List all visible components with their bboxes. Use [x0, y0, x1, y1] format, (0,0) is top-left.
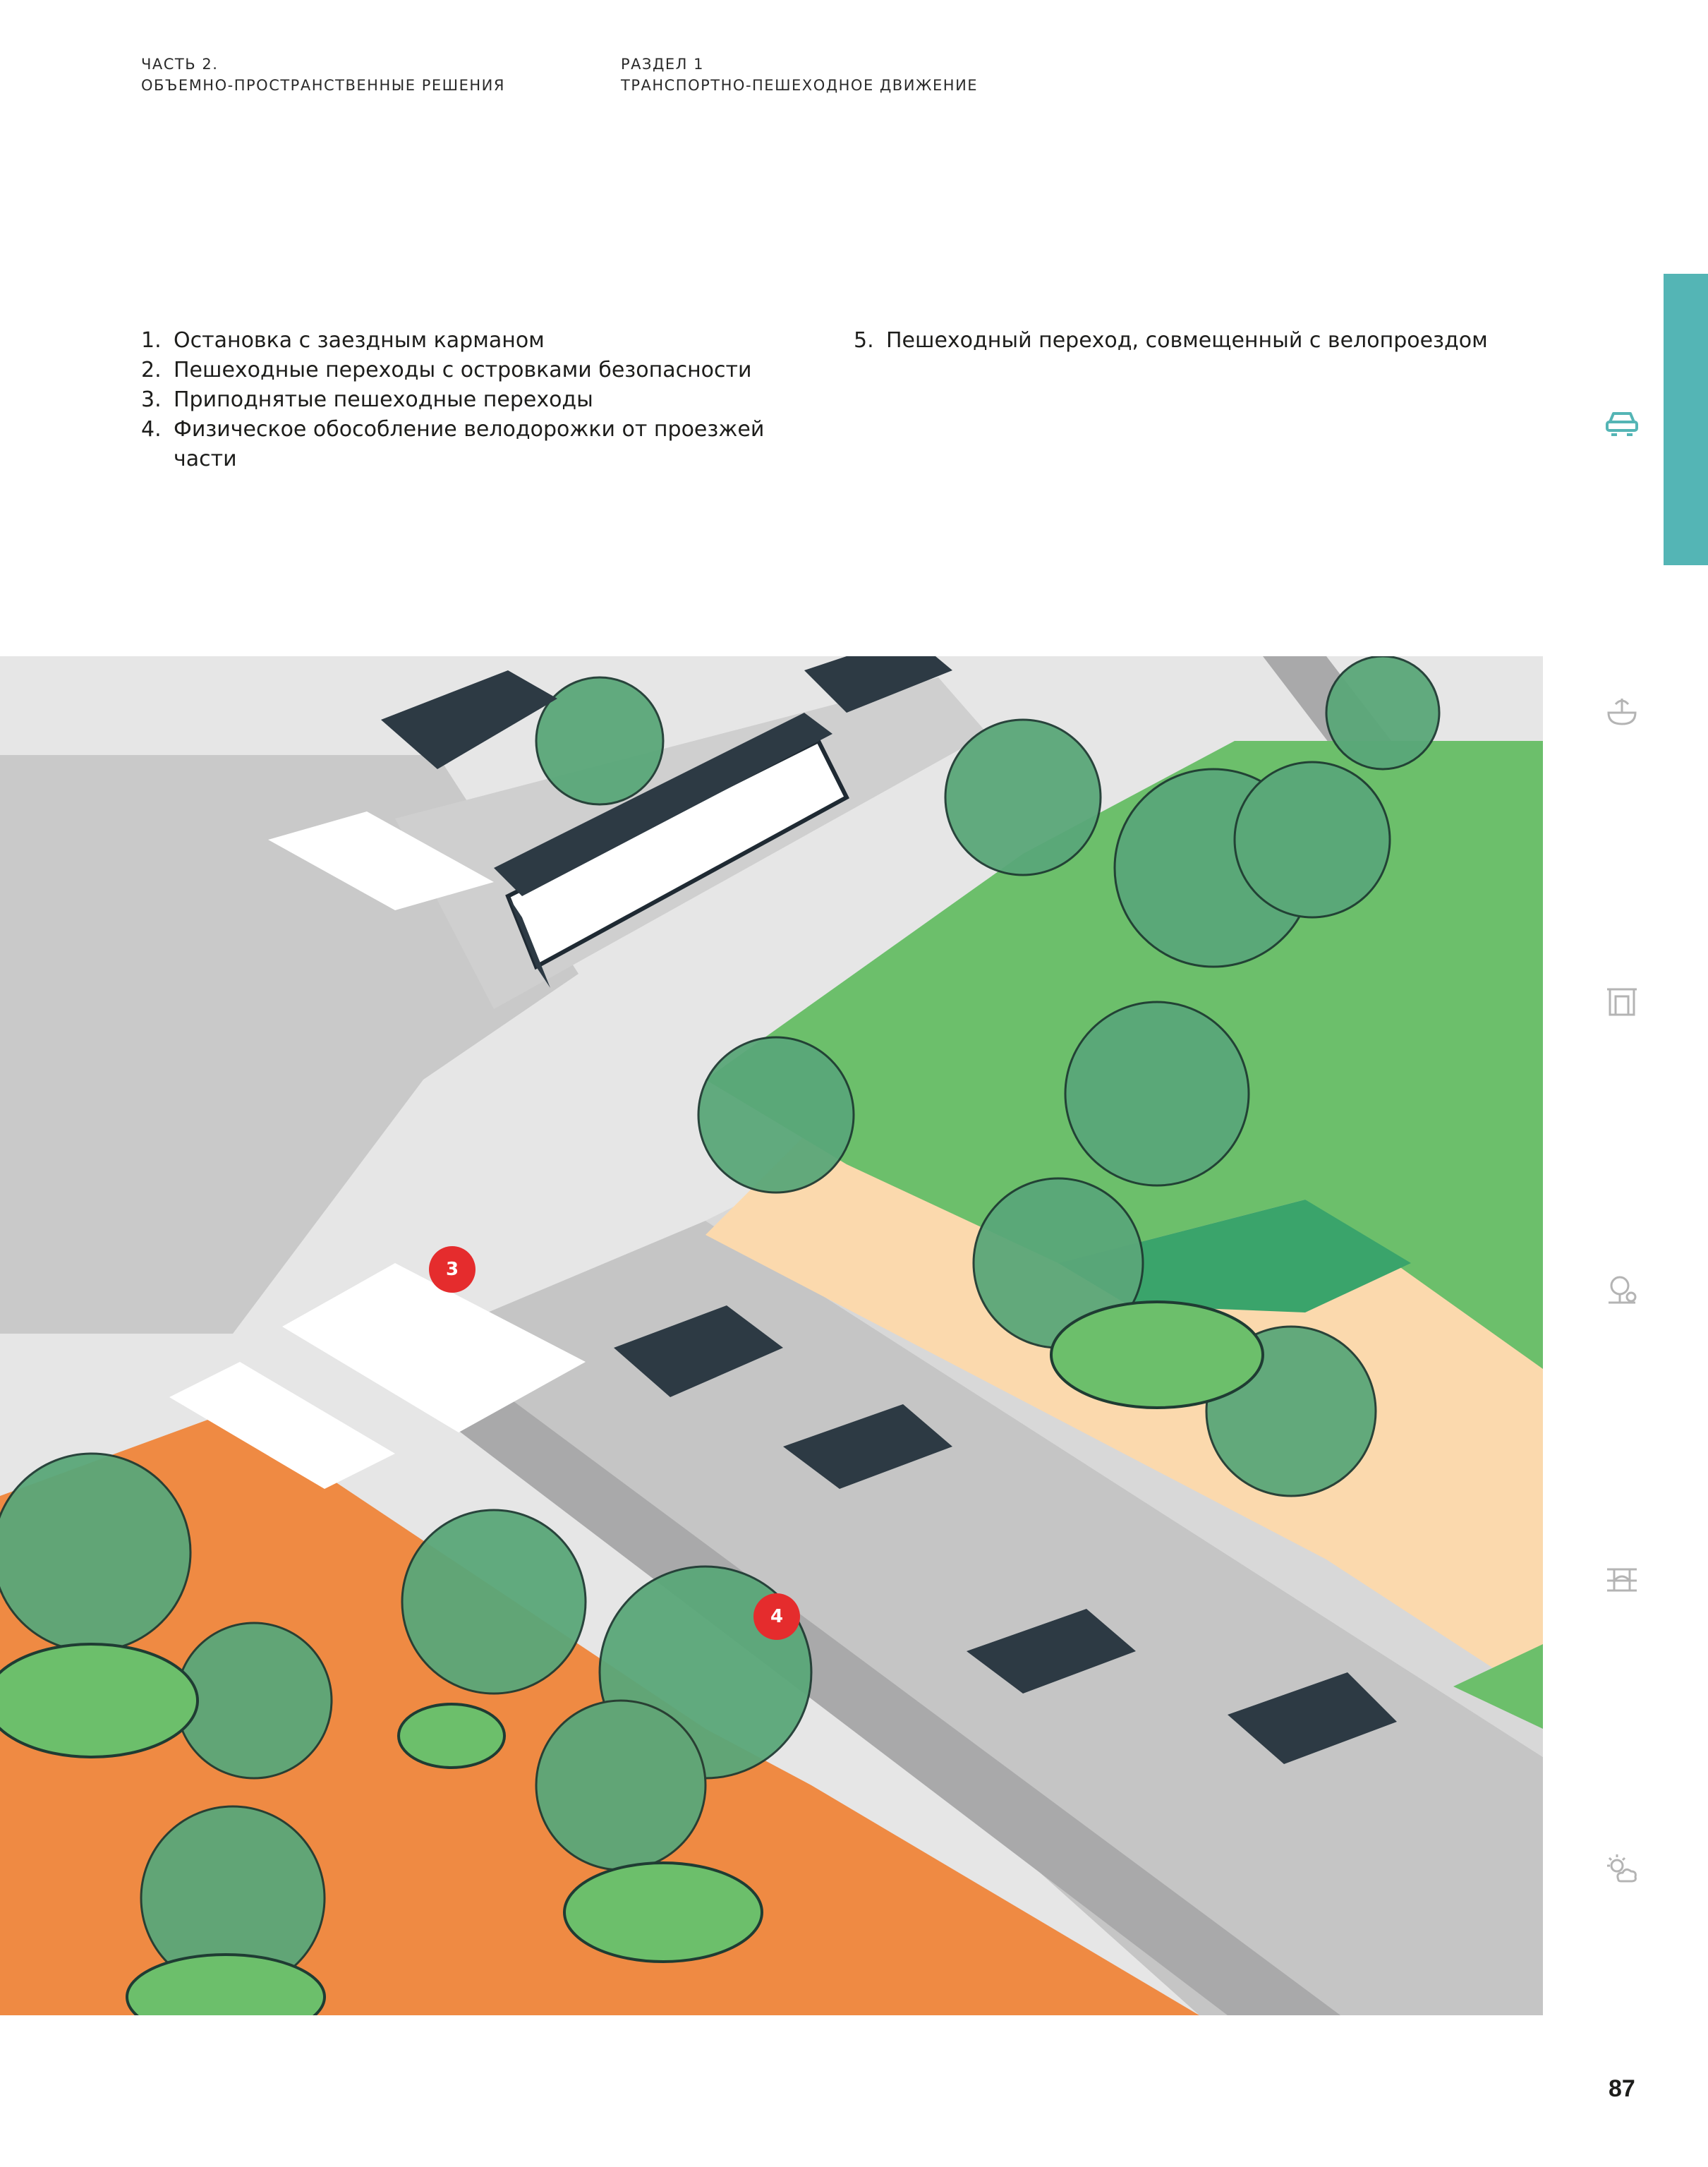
weather-icon[interactable]	[1603, 1850, 1641, 1888]
section-label: РАЗДЕЛ 1	[621, 56, 704, 73]
legend-item: 4.Физическое обособление велодорожки от …	[141, 417, 765, 471]
main-road	[437, 1221, 1543, 2015]
fountain-icon[interactable]	[1603, 693, 1641, 731]
street-scene	[0, 656, 1543, 2015]
cars	[381, 656, 1397, 1764]
legend-list-2: 5.Пешеходный переход, совмещенный с вело…	[854, 326, 1531, 356]
bus	[494, 713, 849, 988]
building-icon[interactable]	[1603, 982, 1641, 1020]
tree-icon[interactable]	[1603, 1270, 1641, 1308]
section-header: РАЗДЕЛ 1 ТРАНСПОРТНО-ПЕШЕХОДНОЕ ДВИЖЕНИЕ	[621, 54, 978, 96]
street-illustration: 3 4	[0, 656, 1543, 2015]
part-header: ЧАСТЬ 2. ОБЪЕМНО-ПРОСТРАНСТВЕННЫЕ РЕШЕНИ…	[141, 54, 505, 96]
legend-item: 1.Остановка с заездным карманом	[141, 328, 545, 353]
section-title: ТРАНСПОРТНО-ПЕШЕХОДНОЕ ДВИЖЕНИЕ	[621, 77, 979, 94]
legend-item: 2.Пешеходные переходы с островками безоп…	[141, 358, 752, 382]
road-intersection	[0, 755, 579, 1334]
car-icon[interactable]	[1603, 402, 1641, 440]
legend-item: 3.Приподнятые пешеходные переходы	[141, 387, 593, 412]
marker-3: 3	[429, 1246, 476, 1293]
part-title: ОБЪЕМНО-ПРОСТРАНСТВЕННЫЕ РЕШЕНИЯ	[141, 77, 505, 94]
cycle-track	[452, 1397, 1340, 2015]
marker-4: 4	[753, 1593, 800, 1640]
bridge-icon[interactable]	[1603, 1559, 1641, 1598]
legend-list: 1.Остановка с заездным карманом 2.Пешехо…	[141, 326, 776, 474]
page-number: 87	[1609, 2075, 1635, 2102]
legend-item: 5.Пешеходный переход, совмещенный с вело…	[854, 328, 1488, 353]
part-label: ЧАСТЬ 2.	[141, 56, 219, 73]
section-tab-marker	[1664, 274, 1708, 565]
